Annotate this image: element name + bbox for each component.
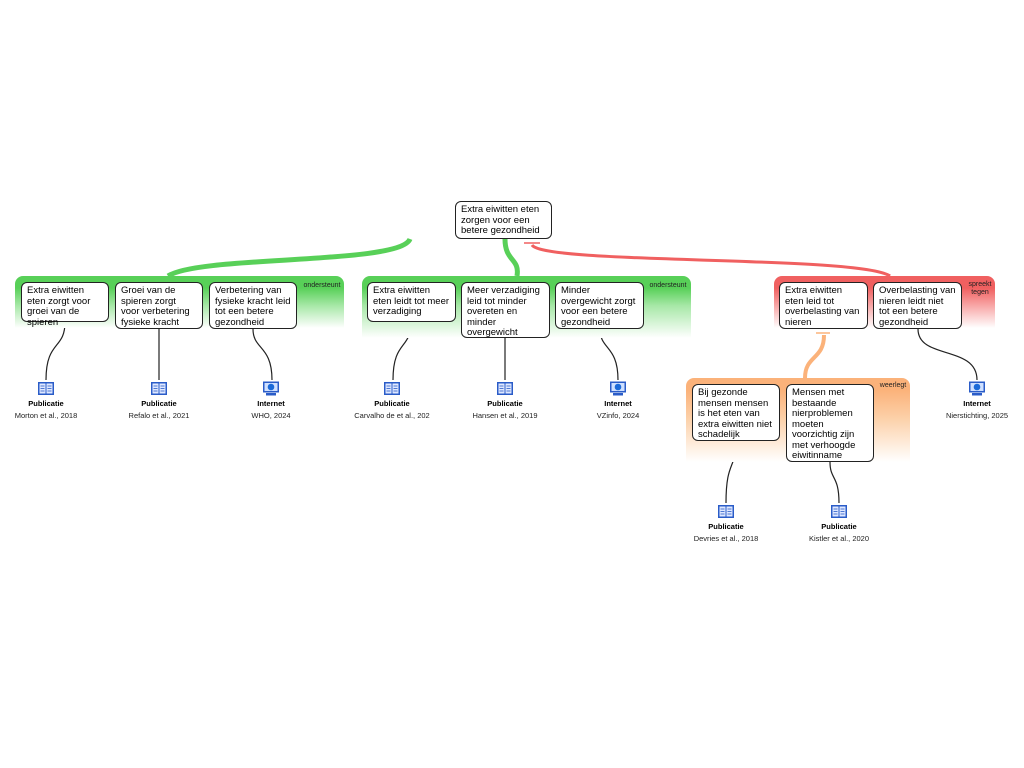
source-type: Internet xyxy=(257,399,285,408)
claim-box[interactable]: Mensen met bestaande nierproblemen moete… xyxy=(786,384,874,462)
source-citation: Carvalho de et al., 202 xyxy=(354,411,430,420)
relation-label: ondersteunt xyxy=(303,282,341,289)
book-icon xyxy=(150,381,168,396)
relation-label: weerlegt xyxy=(879,382,907,389)
source-citation: Hansen et al., 2019 xyxy=(472,411,538,420)
book-icon xyxy=(717,504,735,519)
source-type: Publicatie xyxy=(708,522,744,531)
book-icon xyxy=(383,381,401,396)
claim-box[interactable]: Bij gezonde mensen mensen is het eten va… xyxy=(692,384,780,441)
claim-box[interactable]: Overbelasting van nieren leidt niet tot … xyxy=(873,282,962,329)
source-citation: Devries et al., 2018 xyxy=(693,534,759,543)
root-claim[interactable]: Extra eiwitten eten zorgen voor een bete… xyxy=(455,201,552,239)
source-citation: Nierstichting, 2025 xyxy=(945,411,1009,420)
source-type: Publicatie xyxy=(28,399,64,408)
oppose-link xyxy=(530,243,891,278)
support-link-1 xyxy=(166,237,413,279)
claim-box[interactable]: Verbetering van fysieke kracht leid tot … xyxy=(209,282,297,329)
support-link-2 xyxy=(502,238,520,277)
claim-box[interactable]: Minder overgewicht zorgt voor een betere… xyxy=(555,282,644,329)
source-type: Publicatie xyxy=(821,522,857,531)
globe-monitor-icon xyxy=(262,381,280,396)
claim-box[interactable]: Groei van de spieren zorgt voor verbeter… xyxy=(115,282,203,329)
source-type: Publicatie xyxy=(374,399,410,408)
globe-monitor-icon xyxy=(609,381,627,396)
claim-box[interactable]: Meer verzadiging leid tot minder overete… xyxy=(461,282,550,338)
source-type: Publicatie xyxy=(141,399,177,408)
claim-box[interactable]: Extra eiwitten eten leid tot overbelasti… xyxy=(779,282,868,329)
source-type: Publicatie xyxy=(487,399,523,408)
rebut-link xyxy=(803,334,826,379)
source-citation: WHO, 2024 xyxy=(251,411,291,420)
claim-box[interactable]: Extra eiwitten eten leidt tot meer verza… xyxy=(367,282,456,322)
book-icon xyxy=(830,504,848,519)
relation-label: spreekt tegen xyxy=(968,281,992,296)
source-type: Internet xyxy=(604,399,632,408)
globe-monitor-icon xyxy=(968,381,986,396)
claim-box[interactable]: Extra eiwitten eten zorgt voor groei van… xyxy=(21,282,109,327)
book-icon xyxy=(496,381,514,396)
source-citation: Refalo et al., 2021 xyxy=(128,411,190,420)
source-citation: Morton et al., 2018 xyxy=(14,411,78,420)
book-icon xyxy=(37,381,55,396)
source-type: Internet xyxy=(963,399,991,408)
source-citation: VZinfo, 2024 xyxy=(596,411,640,420)
relation-label: ondersteunt xyxy=(649,282,687,289)
source-citation: Kistler et al., 2020 xyxy=(808,534,870,543)
